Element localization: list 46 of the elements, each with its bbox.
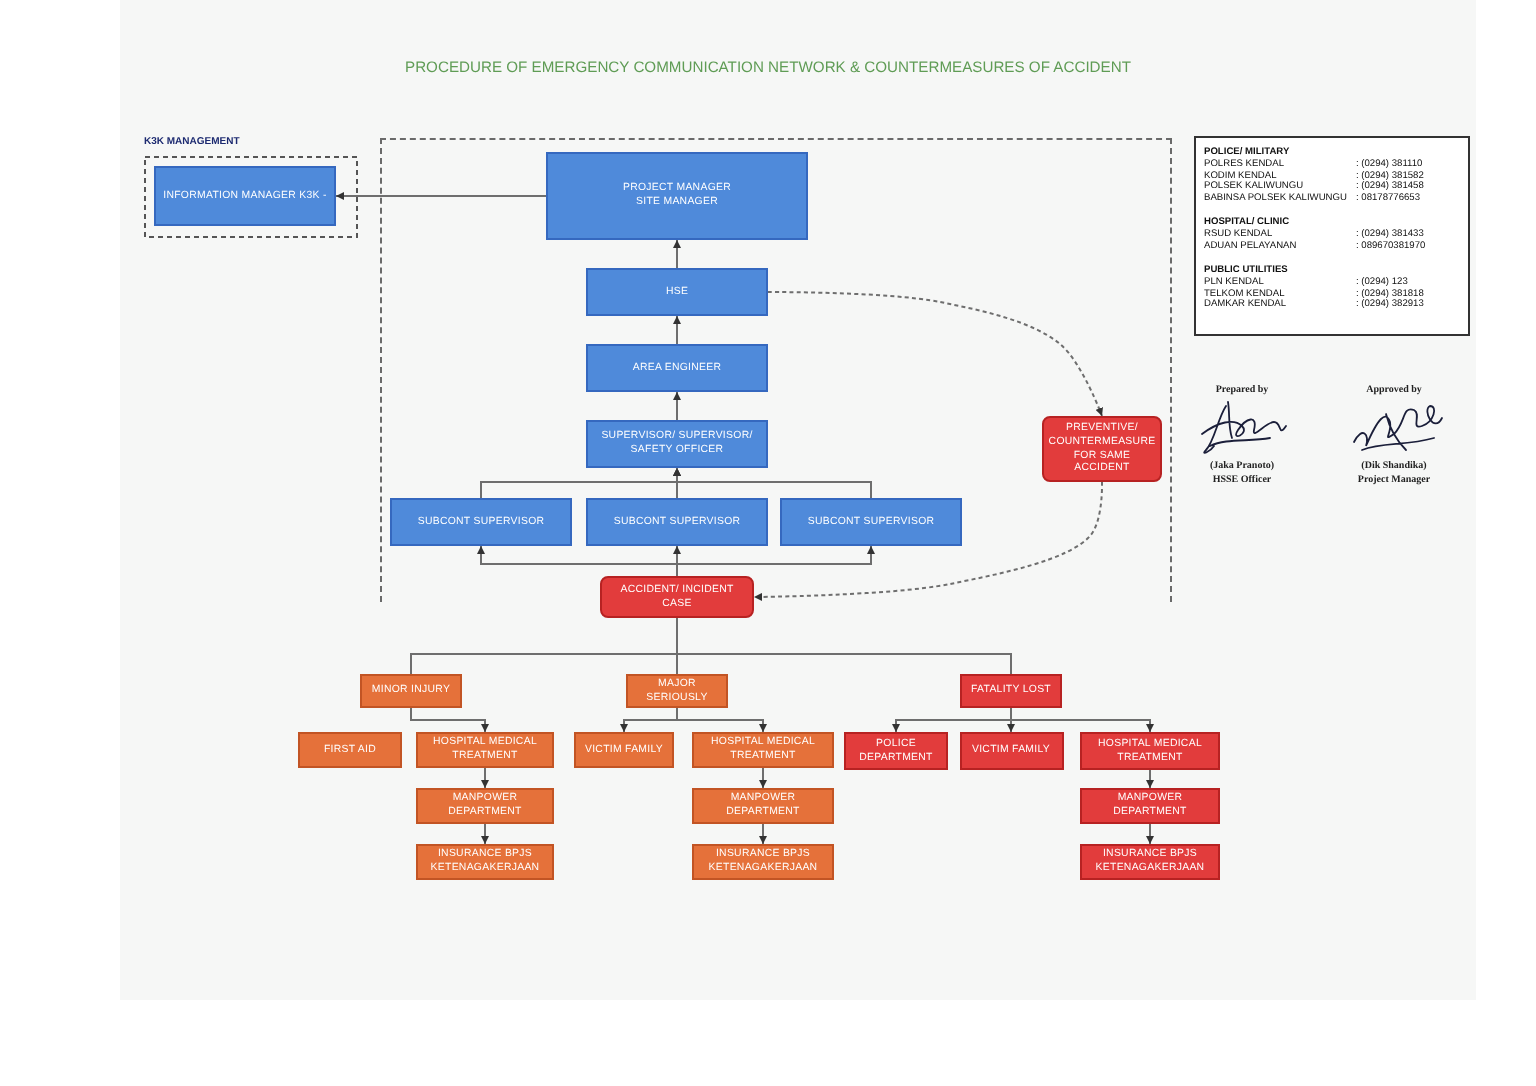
- process-box: [586, 420, 768, 468]
- arrow: [759, 823, 767, 845]
- rounded-box: [600, 576, 754, 618]
- process-box: [960, 674, 1062, 708]
- arrow: [335, 192, 547, 200]
- process-box: [692, 788, 834, 824]
- arrow: [673, 391, 681, 421]
- arrow: [759, 767, 767, 789]
- process-box: [586, 268, 768, 316]
- process-box: [586, 344, 768, 392]
- process-box: [780, 498, 962, 546]
- dashed-arrow: [767, 291, 1103, 417]
- arrow: [481, 823, 489, 845]
- process-box: [1080, 788, 1220, 824]
- process-box: [390, 498, 572, 546]
- connector-line: [676, 617, 1012, 675]
- process-box: [416, 788, 554, 824]
- process-box: [154, 166, 336, 226]
- dashed-arrow: [753, 481, 1104, 601]
- dashed-boundary: [380, 138, 1172, 602]
- process-box: [574, 732, 674, 768]
- arrow: [673, 315, 681, 345]
- process-box: [692, 732, 834, 768]
- contact-list-panel: [1194, 136, 1470, 336]
- arrow: [1010, 707, 1154, 733]
- process-box: [360, 674, 462, 708]
- process-box: [959, 732, 1063, 770]
- arrow: [673, 467, 872, 499]
- process-box: [298, 732, 402, 768]
- process-box: [586, 498, 768, 546]
- arrow: [673, 239, 681, 269]
- arrow: [410, 707, 489, 733]
- process-box: [626, 674, 728, 708]
- process-box: [416, 732, 554, 768]
- process-box: [546, 152, 808, 240]
- process-box: [844, 732, 948, 770]
- arrow: [1146, 823, 1154, 845]
- process-box: [692, 844, 834, 880]
- process-box: [416, 844, 554, 880]
- arrow: [481, 767, 489, 789]
- process-box: [1080, 844, 1220, 880]
- dashed-group: [144, 136, 358, 238]
- arrow: [676, 707, 767, 733]
- arrow: [1146, 769, 1154, 789]
- process-box: [1080, 732, 1220, 770]
- arrow: [676, 545, 875, 577]
